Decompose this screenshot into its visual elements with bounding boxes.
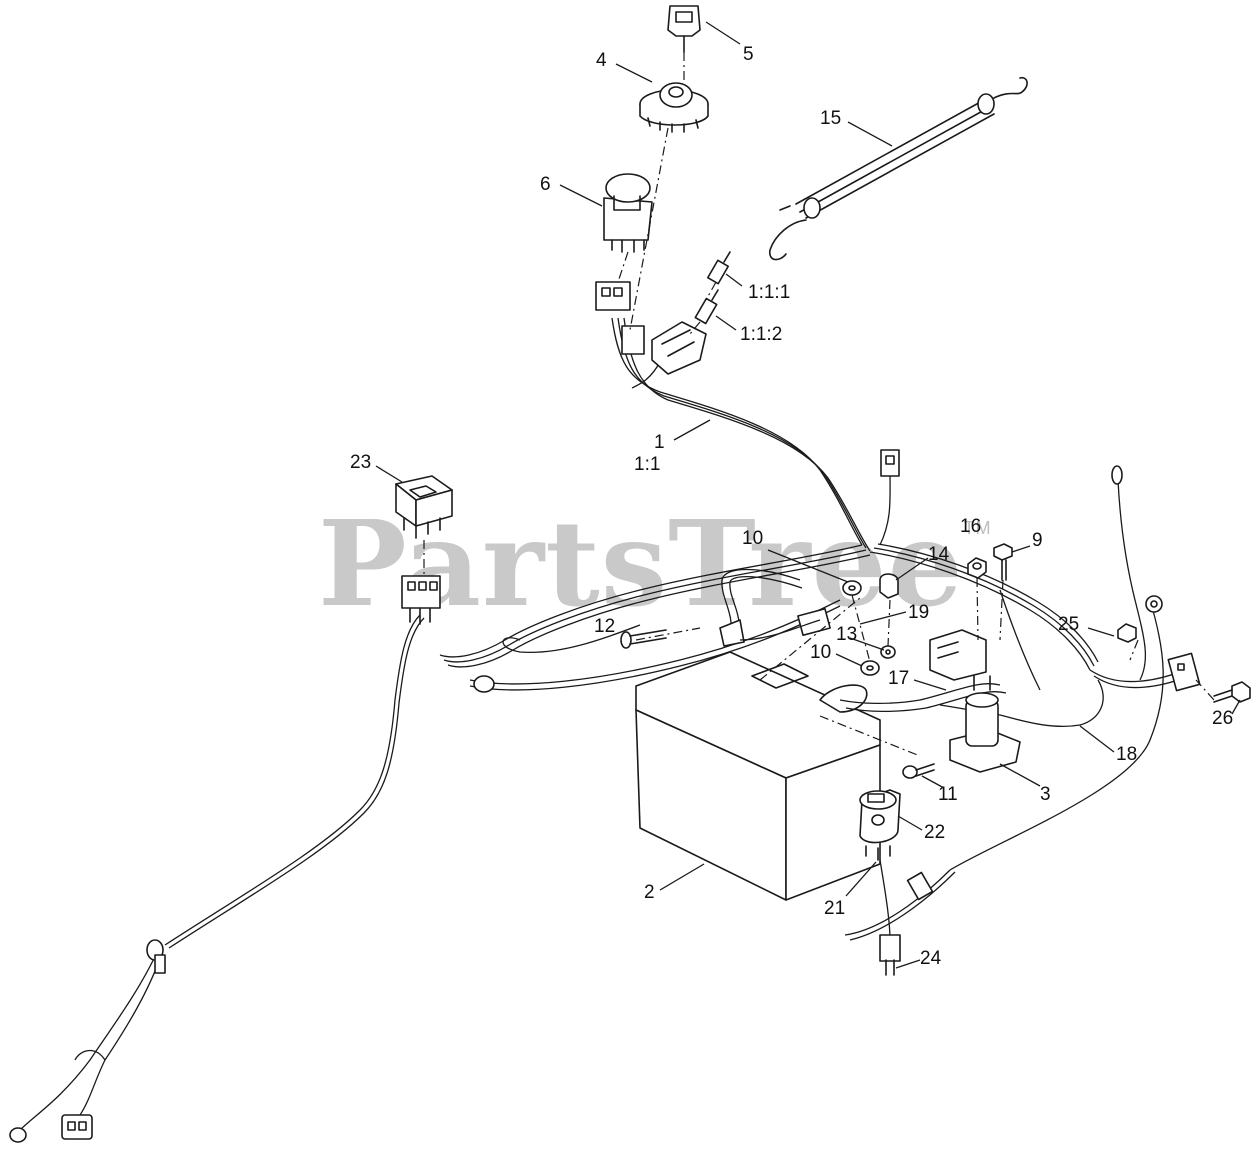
callout-4: 4 — [596, 50, 607, 71]
callout-23: 23 — [350, 452, 371, 473]
callout-15: 15 — [820, 108, 841, 129]
part-2-battery — [635, 651, 881, 901]
wiring-harness — [9, 317, 1190, 1143]
callout-11: 11 — [938, 784, 958, 805]
harness-connectors — [595, 281, 707, 375]
callout-24: 24 — [920, 948, 942, 969]
leader-lines — [375, 21, 1241, 969]
callout-1-1-2: 1:1:2 — [740, 324, 782, 345]
callout-5: 5 — [743, 44, 754, 65]
callout-26: 26 — [1212, 708, 1233, 729]
watermark-tm: TM — [963, 518, 992, 538]
callout-16: 16 — [960, 516, 981, 537]
part-3-solenoid — [929, 629, 1021, 773]
callout-22: 22 — [924, 822, 945, 843]
part-22-ignition-switch — [859, 789, 901, 861]
assembly-lines — [423, 52, 1215, 757]
part-4-key-switch — [639, 82, 709, 133]
callout-labels: 5 4 15 6 1:1:1 1:1:2 1 1:1 23 16 9 10 14… — [350, 44, 1233, 969]
callout-12: 12 — [594, 616, 615, 637]
rocker-switch-connector — [401, 575, 441, 625]
part-1-1-1-plug — [707, 251, 731, 285]
callout-2: 2 — [644, 882, 655, 903]
callout-10-lower: 10 — [810, 642, 831, 663]
callout-10-upper: 10 — [742, 528, 763, 549]
callout-1: 1 — [654, 432, 665, 453]
callout-13: 13 — [836, 624, 857, 645]
part-23-rocker-switch — [395, 475, 453, 539]
callout-3: 3 — [1040, 784, 1051, 805]
hardware-items — [620, 543, 1251, 779]
part-6-pto-switch — [603, 173, 653, 253]
callout-9: 9 — [1032, 530, 1043, 551]
part-5-connector — [667, 5, 701, 53]
callout-6: 6 — [540, 174, 551, 195]
callout-14: 14 — [928, 544, 950, 565]
part-1-1-2-plug — [694, 289, 719, 325]
part-15-strap — [769, 76, 1028, 261]
callout-25: 25 — [1058, 614, 1079, 635]
callout-19: 19 — [908, 602, 929, 623]
callout-17: 17 — [888, 668, 909, 689]
callout-1-1: 1:1 — [634, 454, 660, 475]
callout-21: 21 — [824, 898, 845, 919]
callout-1-1-1: 1:1:1 — [748, 282, 790, 303]
callout-18: 18 — [1116, 744, 1137, 765]
